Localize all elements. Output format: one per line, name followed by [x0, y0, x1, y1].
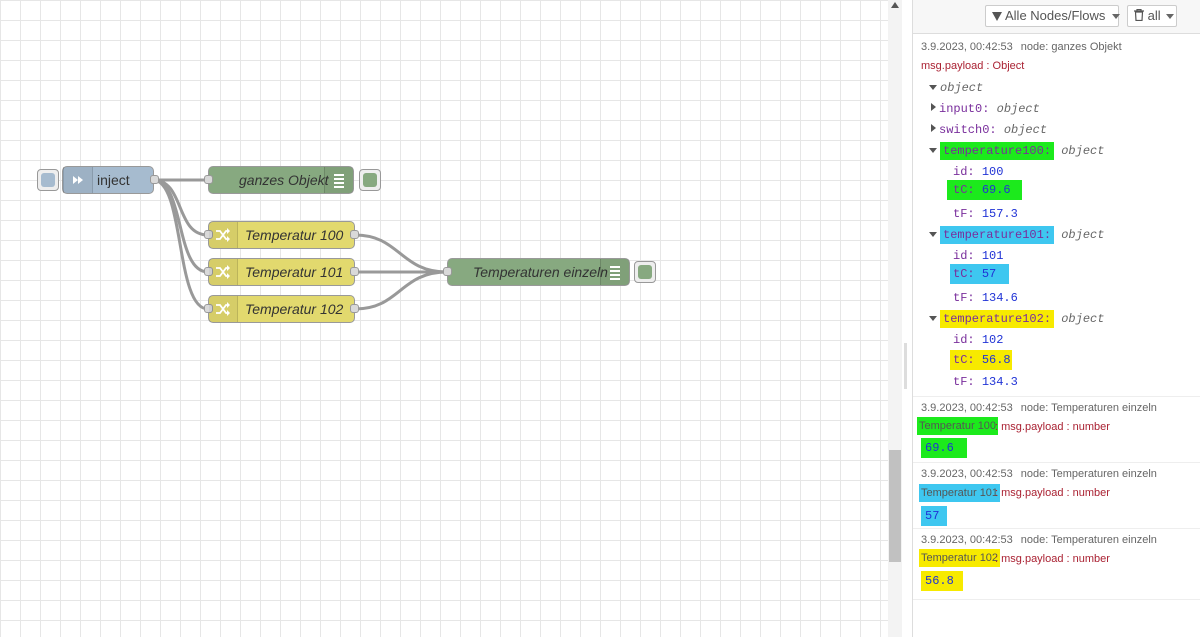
shuffle-icon	[209, 259, 238, 285]
input-port[interactable]	[204, 304, 213, 313]
message-meta: 3.9.2023, 00:42:53 node: Temperaturen ein…	[921, 468, 1157, 480]
change-node-label: Temperatur 100	[245, 227, 344, 243]
change-node-label: Temperatur 101	[245, 264, 344, 280]
wires	[152, 178, 448, 311]
debug-node-label: Temperaturen einzeln	[473, 264, 608, 280]
message-path: : msg.payload : number	[995, 421, 1110, 433]
shuffle-icon	[209, 296, 238, 322]
tree-root[interactable]: object	[929, 81, 983, 95]
tree-t102-id: id: 102	[953, 333, 1004, 347]
message-node[interactable]: node: Temperaturen einzeln	[1020, 534, 1157, 546]
message-timestamp: 3.9.2023, 00:42:53	[921, 41, 1013, 53]
expand-caret-icon	[929, 85, 937, 90]
debug-toggle-button[interactable]	[634, 261, 656, 283]
tree-t100-tf: tF: 157.3	[953, 207, 1018, 221]
message-path: : msg.payload : number	[995, 553, 1110, 565]
tree-t101-tf: tF: 134.6	[953, 291, 1018, 305]
tree-t101-tc: tC: 57	[950, 264, 1012, 284]
wire-change102-debug2	[354, 270, 448, 311]
message-topic: Temperatur 101	[919, 484, 1001, 502]
input-port[interactable]	[443, 267, 452, 276]
arrow-in-icon	[63, 167, 93, 193]
message-path: msg.payload : Object	[921, 60, 1025, 72]
collapse-caret-icon	[931, 124, 936, 132]
message-timestamp: 3.9.2023, 00:42:53	[921, 468, 1013, 480]
output-port[interactable]	[150, 175, 159, 184]
input-port[interactable]	[204, 175, 213, 184]
inject-node[interactable]: inject	[37, 166, 159, 194]
debug-message: 3.9.2023, 00:42:53 node: Temperaturen ein…	[913, 463, 1200, 529]
change-node-temperatur-102[interactable]: Temperatur 102	[204, 295, 359, 323]
tree-temperature101[interactable]: temperature101: object	[929, 226, 1104, 244]
message-node[interactable]: node: Temperaturen einzeln	[1020, 402, 1157, 414]
list-icon	[600, 259, 629, 285]
filter-icon	[992, 12, 1002, 21]
scrollbar-thumb[interactable]	[889, 450, 901, 562]
output-port[interactable]	[350, 230, 359, 239]
debug-node-ganzes-objekt[interactable]: ganzes Objekt	[204, 166, 381, 194]
change-node-temperatur-101[interactable]: Temperatur 101	[204, 258, 359, 286]
message-path: : msg.payload : number	[995, 487, 1110, 499]
message-value[interactable]: 57	[921, 506, 947, 526]
tree-t102-tc: tC: 56.8	[950, 350, 1015, 370]
message-node[interactable]: node: Temperaturen einzeln	[1020, 468, 1157, 480]
inject-trigger-button[interactable]	[37, 169, 59, 191]
debug-message: 3.9.2023, 00:42:53 node: Temperaturen ein…	[913, 397, 1200, 463]
debug-node-temperaturen-einzeln[interactable]: Temperaturen einzeln	[443, 258, 656, 286]
chevron-down-icon	[1165, 14, 1174, 20]
message-topic: Temperatur 102	[919, 549, 1001, 567]
debug-message: 3.9.2023, 00:42:53 node: Temperaturen ein…	[913, 529, 1200, 600]
debug-node-label: ganzes Objekt	[239, 172, 329, 188]
message-meta: 3.9.2023, 00:42:53 node: Temperaturen ein…	[921, 534, 1157, 546]
clear-label: all	[1147, 8, 1161, 23]
change-node-temperatur-100[interactable]: Temperatur 100	[204, 221, 359, 249]
message-value[interactable]: 69.6	[921, 438, 967, 458]
debug-toggle-button[interactable]	[359, 169, 381, 191]
chevron-down-icon	[1112, 14, 1121, 20]
tree-t100-id: id: 100	[953, 165, 1004, 179]
expand-caret-icon	[929, 148, 937, 153]
tree-t102-tf: tF: 134.3	[953, 375, 1018, 389]
expand-caret-icon	[929, 316, 937, 321]
input-port[interactable]	[204, 267, 213, 276]
inject-node-label: inject	[97, 172, 130, 188]
output-port[interactable]	[350, 304, 359, 313]
shuffle-icon	[209, 222, 238, 248]
workspace-scrollbar[interactable]	[888, 0, 902, 637]
message-value[interactable]: 56.8	[921, 571, 963, 591]
expand-caret-icon	[929, 232, 937, 237]
message-node[interactable]: node: ganzes Objekt	[1020, 41, 1122, 53]
message-topic: Temperatur 100	[917, 417, 999, 435]
tree-switch0[interactable]: switch0: object	[931, 123, 1047, 137]
clear-messages-button[interactable]: all	[1127, 5, 1177, 27]
scroll-up-arrow-icon[interactable]	[891, 2, 899, 8]
debug-toolbar: Alle Nodes/Flows all	[913, 0, 1200, 34]
wire-change100-debug2	[354, 233, 448, 274]
filter-dropdown[interactable]: Alle Nodes/Flows	[985, 5, 1121, 27]
message-meta: 3.9.2023, 00:42:53 node: Temperaturen ein…	[921, 402, 1157, 414]
debug-sidebar: Alle Nodes/Flows all 3.9.2023, 00:42:53 n…	[912, 0, 1200, 637]
message-timestamp: 3.9.2023, 00:42:53	[921, 402, 1013, 414]
change-node-label: Temperatur 102	[245, 301, 344, 317]
wire-inject-change101	[152, 178, 209, 274]
filter-label: Alle Nodes/Flows	[1005, 8, 1106, 23]
trash-icon	[1134, 8, 1144, 22]
tree-t100-tc: tC: 69.6	[947, 180, 1028, 200]
debug-message: 3.9.2023, 00:42:53 node: ganzes Objekt ms…	[913, 34, 1200, 397]
sidebar-resize-handle[interactable]	[904, 343, 907, 389]
wire-inject-change102	[152, 178, 209, 311]
tree-t101-id: id: 101	[953, 249, 1004, 263]
message-meta: 3.9.2023, 00:42:53 node: ganzes Objekt	[921, 41, 1122, 53]
collapse-caret-icon	[931, 103, 936, 111]
tree-temperature102[interactable]: temperature102: object	[929, 310, 1104, 328]
flow-workspace[interactable]: inject ganzes Objekt Temperatur 100 Temp…	[0, 0, 888, 637]
message-timestamp: 3.9.2023, 00:42:53	[921, 534, 1013, 546]
output-port[interactable]	[350, 267, 359, 276]
input-port[interactable]	[204, 230, 213, 239]
list-icon	[324, 167, 353, 193]
tree-temperature100[interactable]: temperature100: object	[929, 142, 1104, 160]
tree-input0[interactable]: input0: object	[931, 102, 1040, 116]
